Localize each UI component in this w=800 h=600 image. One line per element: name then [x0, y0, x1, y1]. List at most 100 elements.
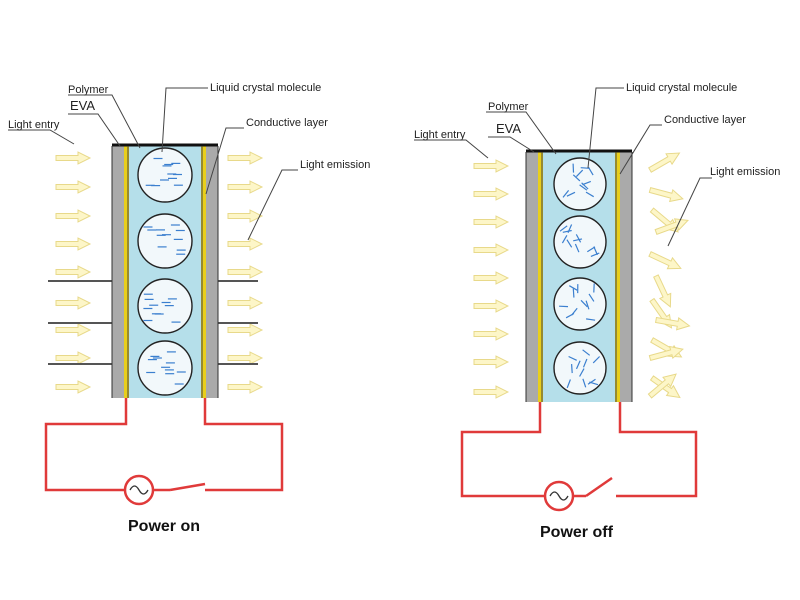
liquid-crystal-molecule: [575, 234, 582, 243]
liquid-crystal-molecule: [568, 355, 577, 361]
light-arrow-icon: [473, 355, 509, 369]
liquid-crystal-molecule: [575, 169, 584, 178]
light-arrow-icon: [647, 183, 685, 206]
switch-closed: [169, 482, 206, 492]
light-arrow-icon: [473, 187, 509, 201]
droplet: [553, 341, 607, 395]
light-arrow-icon: [55, 209, 91, 223]
liquid-crystal-molecule: [561, 235, 568, 244]
label-conductive-layer: Conductive layer: [246, 117, 328, 129]
liquid-crystal-molecule: [575, 360, 581, 370]
liquid-crystal-molecule: [580, 299, 588, 308]
label-leaders: [414, 87, 712, 247]
power-circuit: [44, 398, 284, 506]
glass-layer-left: [112, 146, 124, 398]
liquid-crystal-molecule: [580, 167, 590, 169]
ac-wave-icon: [129, 485, 149, 495]
glass-layer-right: [206, 146, 218, 398]
liquid-crystal-molecule: [559, 225, 568, 232]
light-arrow-icon: [227, 209, 263, 223]
light-arrow-icon: [227, 237, 263, 251]
conductive-layer-right: [201, 146, 206, 398]
light-arrow-icon: [473, 327, 509, 341]
liquid-crystal-molecule: [573, 238, 583, 242]
liquid-crystal-molecule: [587, 378, 596, 385]
droplet: [553, 277, 607, 331]
droplet: [553, 157, 607, 211]
ac-wave-icon: [549, 491, 569, 501]
light-arrow-icon: [473, 271, 509, 285]
light-arrow-icon: [473, 215, 509, 229]
label-polymer: Polymer: [488, 101, 529, 113]
liquid-crystal-molecule: [590, 252, 600, 257]
caption-power-on: Power on: [128, 518, 200, 535]
light-arrow-icon: [55, 351, 91, 365]
light-arrow-icon: [55, 237, 91, 251]
glass-layer-left: [526, 152, 538, 402]
liquid-crystal-molecule: [574, 243, 580, 253]
light-arrow-icon: [227, 296, 263, 310]
light-arrow-icon: [55, 265, 91, 279]
label-liquid-crystal: Liquid crystal molecule: [626, 82, 737, 94]
light-arrow-icon: [227, 180, 263, 194]
light-arrow-icon: [55, 380, 91, 394]
switch-open: [585, 476, 613, 498]
label-light-emission: Light emission: [710, 166, 780, 178]
liquid-crystal-molecule: [582, 349, 591, 356]
light-arrow-icon: [227, 265, 263, 279]
label-light-emission: Light emission: [300, 159, 370, 171]
liquid-crystal-molecule: [569, 285, 578, 291]
light-arrow-icon: [227, 151, 263, 165]
label-conductive-layer: Conductive layer: [664, 114, 746, 126]
light-arrow-icon: [55, 323, 91, 337]
light-arrow-icon: [646, 248, 684, 275]
liquid-crystal-molecule: [588, 293, 595, 302]
droplet: [137, 213, 193, 269]
liquid-crystal-molecule: [572, 288, 575, 298]
power-circuit: [460, 402, 698, 512]
liquid-crystal-molecule: [566, 379, 571, 389]
liquid-crystal-molecule: [593, 246, 598, 256]
eva-layer-left: [124, 146, 129, 398]
liquid-crystal-molecule: [592, 356, 601, 364]
liquid-crystal-molecule: [571, 364, 573, 374]
label-eva: EVA: [70, 98, 95, 113]
liquid-crystal-molecule: [572, 174, 581, 182]
liquid-crystal-molecule: [566, 239, 573, 248]
droplet: [137, 340, 193, 396]
label-light-entry: Light entry: [8, 119, 60, 131]
liquid-crystal-molecule: [562, 190, 570, 198]
liquid-crystal-molecule: [585, 300, 590, 310]
panel-power-off: Polymer EVA Liquid crystal molecule Cond…: [414, 82, 780, 541]
light-entry-arrows: [473, 159, 509, 399]
light-entry-arrows: [55, 151, 91, 394]
light-arrow-icon: [227, 380, 263, 394]
droplet: [137, 147, 193, 203]
liquid-crystal-molecule: [579, 368, 585, 377]
light-arrow-icon: [646, 296, 677, 332]
light-arrow-icon: [227, 323, 263, 337]
liquid-crystal-molecule: [567, 224, 573, 234]
light-arrow-icon: [473, 243, 509, 257]
light-arrow-icon: [55, 296, 91, 310]
liquid-crystal-molecule: [586, 318, 596, 321]
liquid-crystal-droplets: [553, 157, 607, 395]
liquid-crystal-molecule: [585, 191, 595, 198]
caption-power-off: Power off: [540, 524, 614, 541]
liquid-crystal-molecule: [586, 246, 596, 253]
panel-power-on: Polymer EVA Liquid crystal molecule Cond…: [8, 82, 370, 535]
liquid-crystal-molecule: [562, 229, 572, 233]
light-arrow-icon: [55, 151, 91, 165]
glass-layer-right: [620, 152, 632, 402]
light-emission-arrows: [227, 151, 263, 394]
liquid-crystal-molecule: [582, 378, 587, 388]
electrode-lines: [48, 280, 258, 365]
liquid-crystal-molecule: [565, 312, 575, 319]
liquid-crystal-molecule: [582, 358, 588, 368]
light-arrow-icon: [473, 299, 509, 313]
eva-layer-left: [538, 152, 543, 402]
label-light-entry: Light entry: [414, 129, 466, 141]
conductive-layer-right: [615, 152, 620, 402]
liquid-crystal-molecule: [579, 184, 588, 191]
